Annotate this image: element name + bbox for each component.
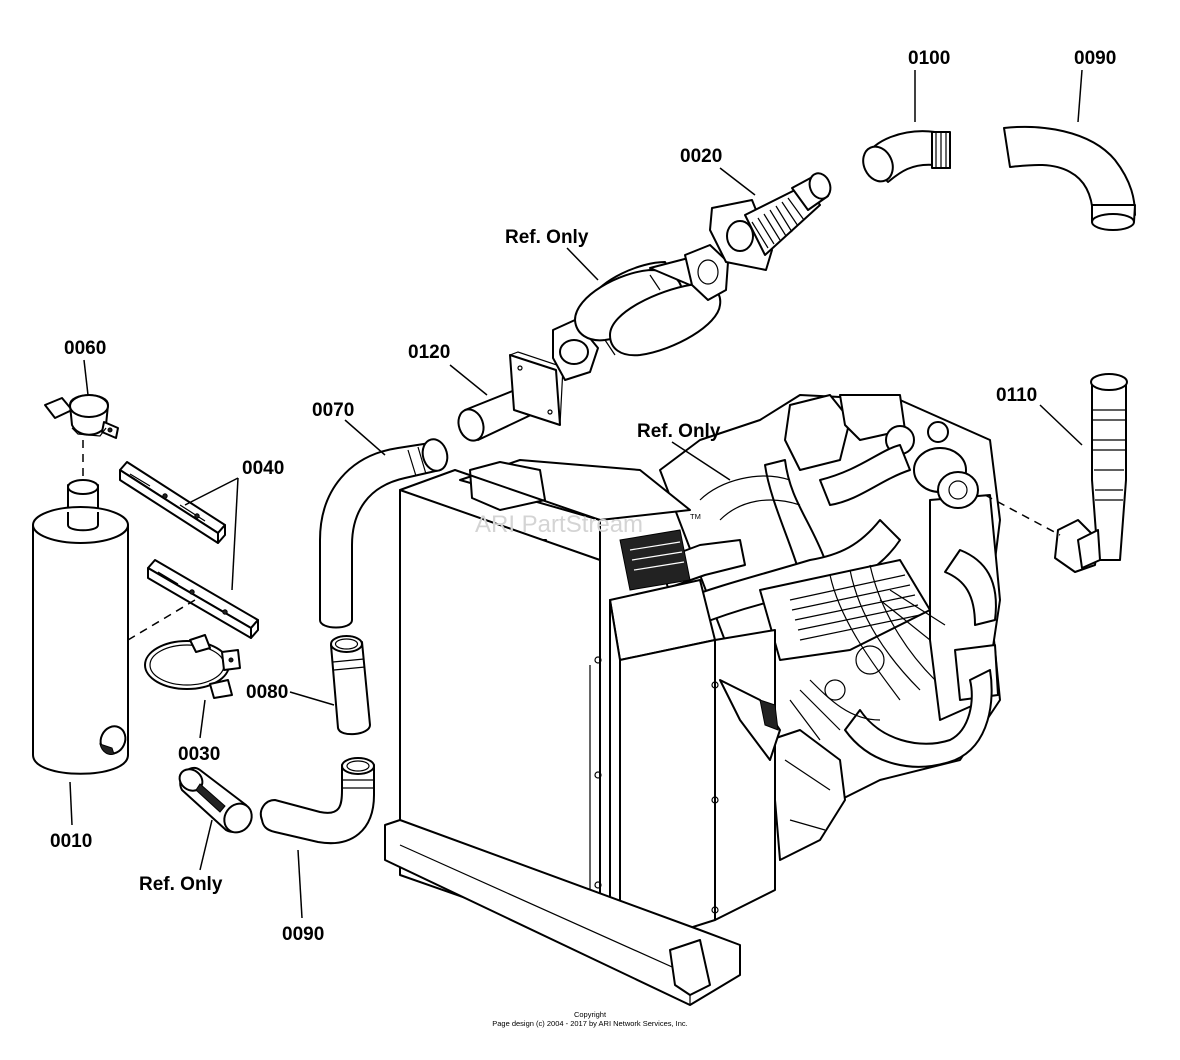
leader-lines xyxy=(69,69,1083,919)
tailpipe-flange-0120 xyxy=(457,351,564,442)
pipe-elbow-0070 xyxy=(319,438,449,629)
muffler-0010 xyxy=(32,479,129,775)
label-0030: 0030 xyxy=(178,744,220,765)
label-0080: 0080 xyxy=(246,682,288,703)
engine-radiator-assembly xyxy=(384,394,1001,1006)
label-0070: 0070 xyxy=(312,400,354,421)
label-0090-top: 0090 xyxy=(1074,48,1116,69)
pipe-elbow-0090-bottom xyxy=(259,757,375,845)
watermark-trademark: TM xyxy=(690,512,701,521)
watermark-text: ARI PartStream xyxy=(475,511,643,538)
label-0040: 0040 xyxy=(242,458,284,479)
watermark: ARI PartStream TM xyxy=(475,511,701,538)
label-0100: 0100 xyxy=(908,48,950,69)
label-0110: 0110 xyxy=(996,385,1037,406)
label-ref-only-coupler: Ref. Only xyxy=(139,874,223,895)
label-0010: 0010 xyxy=(50,831,92,852)
bracket-upper-0040 xyxy=(119,461,226,544)
label-ref-only-engine: Ref. Only xyxy=(637,421,721,442)
label-0020: 0020 xyxy=(680,146,722,167)
label-0090-bottom: 0090 xyxy=(282,924,324,945)
footer-page-design: Page design (c) 2004 - 2017 by ARI Netwo… xyxy=(492,1019,688,1028)
label-0120: 0120 xyxy=(408,342,450,363)
coupler-ref-only xyxy=(178,767,253,834)
elbow-0100 xyxy=(862,130,951,183)
alignment-lines xyxy=(82,440,1061,641)
clamp-0030 xyxy=(144,634,241,699)
rain-cap-0060 xyxy=(44,394,119,439)
footer: Copyright Page design (c) 2004 - 2017 by… xyxy=(492,1010,688,1028)
footer-copyright: Copyright xyxy=(574,1010,607,1019)
pipe-straight-0080 xyxy=(330,635,371,736)
catalytic-converter-ref-only xyxy=(552,244,729,381)
pipe-vertical-0110 xyxy=(1054,373,1128,573)
flex-pipe-0020 xyxy=(709,172,832,271)
part-labels: 0060 0040 0010 0030 Ref. Only 0090 0080 … xyxy=(50,48,1116,945)
label-0060: 0060 xyxy=(64,338,106,359)
pipe-elbow-0090-top xyxy=(1003,125,1136,231)
label-ref-only-catalyst: Ref. Only xyxy=(505,227,589,248)
bracket-lower-0040 xyxy=(147,559,259,639)
